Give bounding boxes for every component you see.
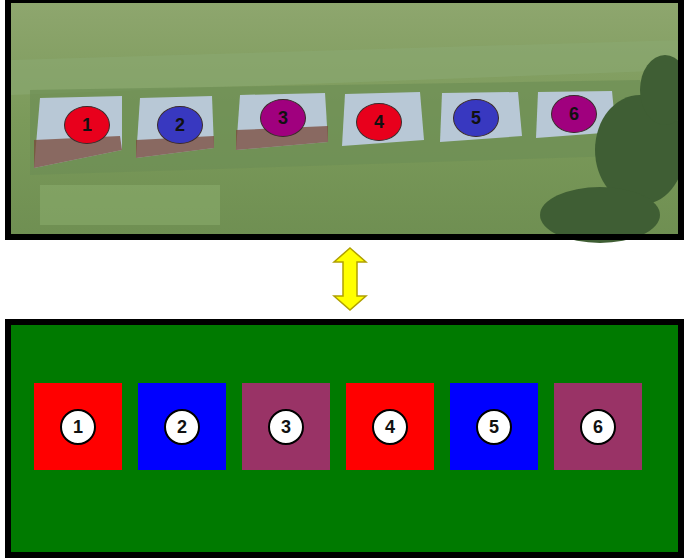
pond-number: 2 [175, 116, 185, 134]
pond-bank [30, 80, 650, 175]
pond-number: 4 [374, 113, 384, 131]
pond-square: 3 [242, 383, 330, 470]
pond-number: 4 [385, 418, 395, 436]
pond-square: 2 [138, 383, 226, 470]
garden-plot [40, 185, 220, 225]
pond-marker: 1 [64, 106, 110, 144]
number-circle: 4 [372, 409, 408, 445]
trees [540, 55, 684, 243]
number-circle: 2 [164, 409, 200, 445]
pond-marker: 6 [551, 95, 597, 133]
pond-marker: 2 [157, 106, 203, 144]
photo-frame [8, 0, 681, 237]
pond-square: 1 [34, 383, 122, 470]
number-circle: 6 [580, 409, 616, 445]
number-circle: 5 [476, 409, 512, 445]
pond-square: 5 [450, 383, 538, 470]
pond-number: 6 [593, 418, 603, 436]
pond-number: 3 [281, 418, 291, 436]
pond-square: 6 [554, 383, 642, 470]
pond-marker: 5 [453, 99, 499, 137]
ponds [34, 91, 616, 168]
pond-marker: 3 [260, 99, 306, 137]
pond-number: 1 [73, 418, 83, 436]
pond-number: 6 [569, 105, 579, 123]
pond-number: 1 [82, 116, 92, 134]
double-arrow [334, 248, 366, 310]
number-circle: 1 [60, 409, 96, 445]
pond-marker: 4 [356, 103, 402, 141]
schematic-panel [8, 322, 681, 555]
pond-number: 5 [489, 418, 499, 436]
pond-number: 3 [278, 109, 288, 127]
pond-number: 2 [177, 418, 187, 436]
number-circle: 3 [268, 409, 304, 445]
pond-square: 4 [346, 383, 434, 470]
pond-number: 5 [471, 109, 481, 127]
